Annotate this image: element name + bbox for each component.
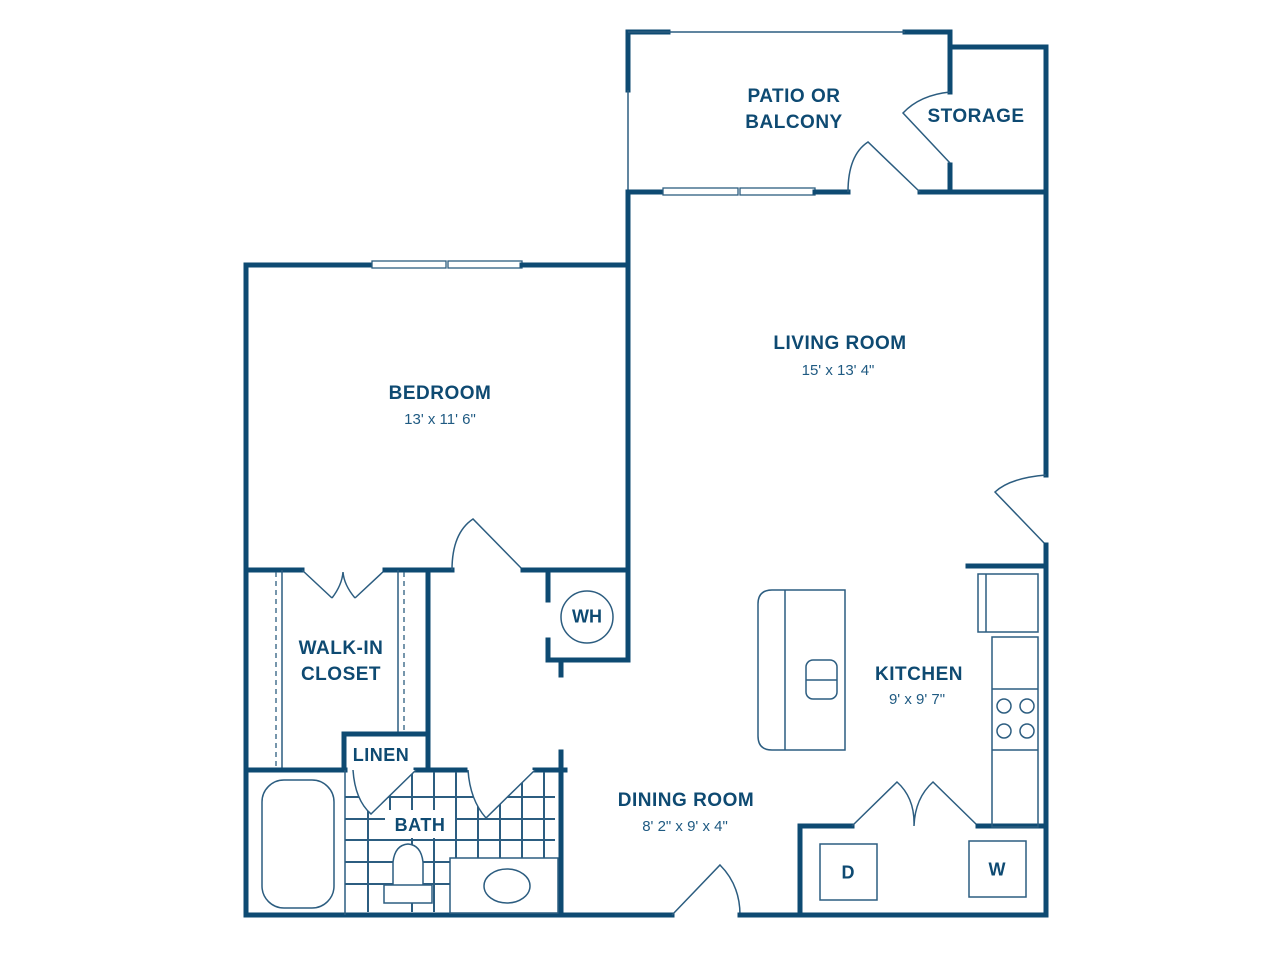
water-heater-label: WH xyxy=(572,606,602,627)
closet-label-line2: CLOSET xyxy=(300,664,382,685)
bedroom-dimensions: 13' x 11' 6" xyxy=(404,411,476,428)
walk-in-closet-label: WALK-IN CLOSET xyxy=(299,636,384,688)
patio-label-line2: BALCONY xyxy=(745,112,843,133)
dryer-label: D xyxy=(841,862,855,883)
linen-label: LINEN xyxy=(352,745,410,765)
kitchen-dimensions: 9' x 9' 7" xyxy=(888,691,946,708)
patio-walls xyxy=(625,29,953,192)
dining-room-dimensions: 8' 2" x 9' x 4" xyxy=(642,818,728,835)
bath-label: BATH xyxy=(388,812,452,838)
kitchen-label: KITCHEN xyxy=(875,664,963,685)
patio-label-line1: PATIO OR xyxy=(747,86,841,107)
washer-label: W xyxy=(988,859,1006,880)
closet-label-line1: WALK-IN xyxy=(298,638,384,659)
living-room-label: LIVING ROOM xyxy=(773,333,907,354)
storage-label: STORAGE xyxy=(927,106,1025,127)
bedroom-label: BEDROOM xyxy=(388,383,492,404)
patio-label: PATIO OR BALCONY xyxy=(745,84,842,136)
storage-walls xyxy=(901,44,1049,195)
dining-room-label: DINING ROOM xyxy=(617,790,755,811)
living-room-dimensions: 15' x 13' 4" xyxy=(801,362,875,379)
